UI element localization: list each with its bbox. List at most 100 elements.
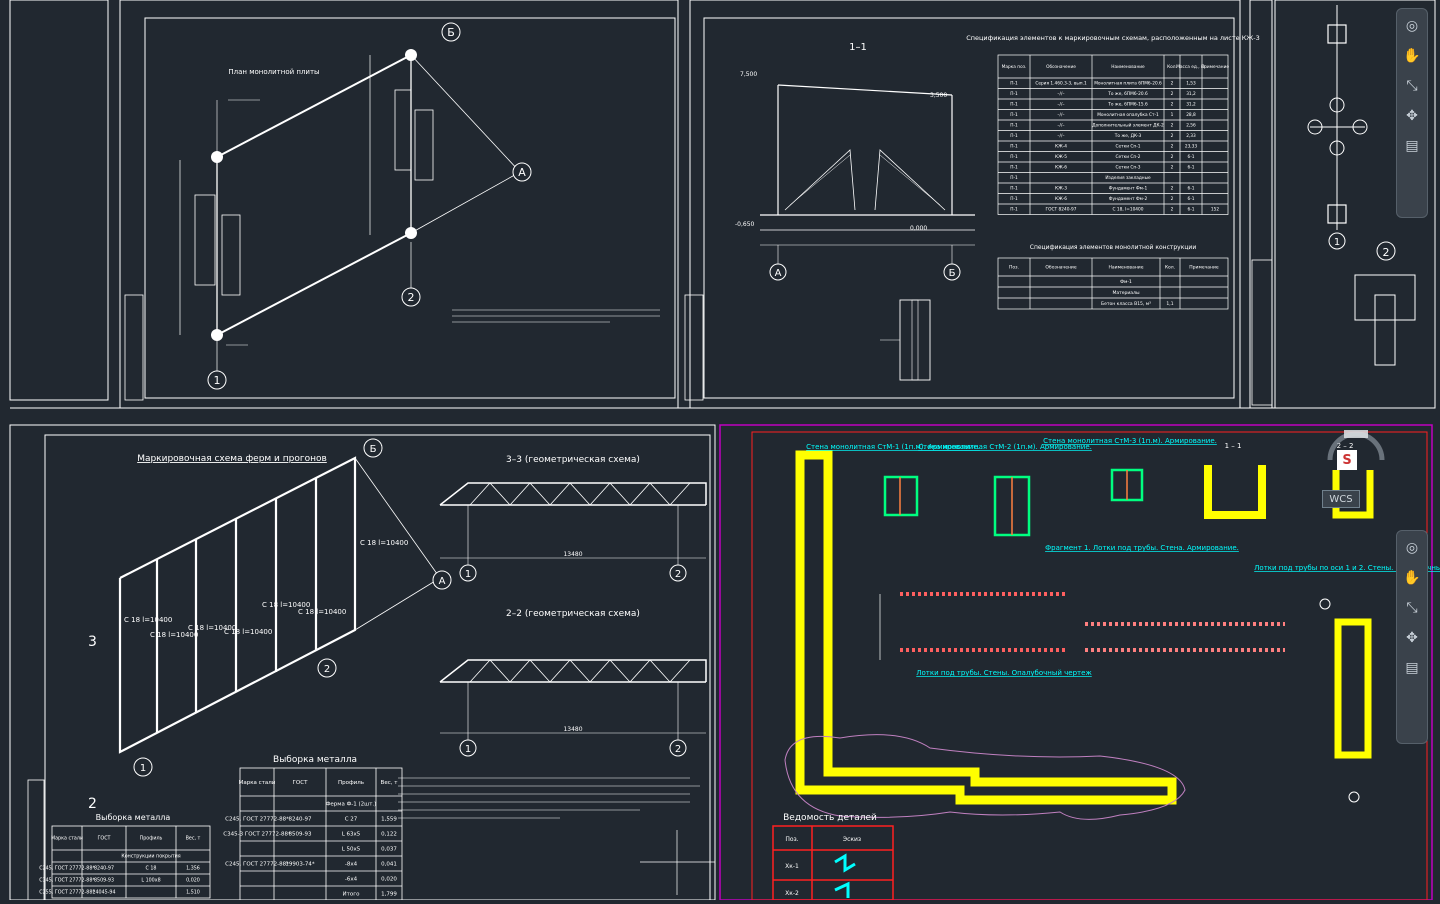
metal-cell: 1,799 [381, 891, 397, 897]
pan-icon-2[interactable]: ✋ [1403, 570, 1421, 586]
truss-axis-a: А [439, 576, 446, 587]
metal2-cell: 8509-93 [94, 878, 114, 884]
metal-header-0: Марка стали [239, 780, 276, 786]
metal-cell: 0,020 [381, 876, 397, 882]
metal-cell: 8240-97 [289, 816, 312, 822]
metal2-cell: С345, ГОСТ 27772-88* [39, 878, 95, 884]
truss-label-2: С 18 l=10400 [150, 631, 198, 639]
navigation-bar-bottom: ◎ ✋ ⤡ ✥ ▤ [1396, 530, 1428, 744]
spec-table: Спецификация элементов к маркировочным с… [966, 34, 1260, 215]
metal-cell: L 63х5 [342, 831, 361, 837]
truss-axis-1: 1 [140, 763, 146, 774]
spec-cell: 6-1 [1187, 154, 1194, 160]
spec-cell: 2 [1171, 186, 1174, 192]
truss-label-1: С 18 l=10400 [124, 616, 172, 624]
plan-drawing [179, 54, 521, 346]
spec-cell: Дополнительный элемент ДК-2 [1092, 122, 1164, 129]
metal-cell: 0,122 [381, 831, 397, 837]
metal-cell: -6х4 [345, 876, 358, 882]
spec2-header-2: Наименование [1109, 265, 1144, 271]
spec-header-0: Марка поз. [1002, 64, 1027, 70]
viewcube-face-s[interactable]: S [1337, 450, 1357, 470]
spec-cell: П-1 [1010, 154, 1018, 160]
rebar-title-1: Стена монолитная СтМ-1 (1п.м). Армирован… [806, 443, 980, 451]
steering-wheel-icon-2[interactable]: ◎ [1405, 540, 1419, 556]
showmotion-icon-2[interactable]: ▤ [1405, 660, 1419, 676]
viewcube-compass[interactable] [1326, 430, 1386, 490]
spec-cell: 31,2 [1186, 102, 1196, 108]
spec-cell: 152 [1211, 207, 1219, 213]
pan-icon[interactable]: ✋ [1403, 48, 1421, 64]
metal2-cell: 24045-94 [92, 890, 115, 896]
right-detail-drawing [1307, 5, 1416, 366]
spec2-cell: Бетон класса В15, м³ [1101, 301, 1151, 307]
spec-cell: –//– [1057, 123, 1064, 129]
section-mark-top: 7,500 [740, 71, 757, 78]
orbit-icon[interactable]: ✥ [1406, 108, 1418, 124]
spec2-header-4: Примечание [1189, 265, 1219, 271]
spec-cell: П-1 [1010, 186, 1018, 192]
zoom-icon[interactable]: ⤡ [1406, 78, 1418, 94]
spec-cell: 2 [1171, 207, 1174, 213]
spec-cell: –//– [1057, 133, 1064, 139]
truss-label-7: С 18 l=10400 [360, 539, 408, 547]
section-mark-bottom: -0,650 [735, 221, 755, 228]
section-axis-a: А [775, 268, 782, 279]
iso33-axis-1: 1 [465, 569, 471, 580]
wcs-button[interactable]: WCS [1322, 490, 1360, 508]
spec-cell: 6-1 [1187, 165, 1194, 171]
rebar-title-6: Лотки под трубы по оси 1 и 2. Стены. Опа… [1254, 564, 1440, 572]
truss-cut-3: 3 [88, 634, 97, 650]
metal2-title: Выборка металла [96, 813, 171, 822]
metal2-header-3: Вес, т [186, 836, 201, 842]
spec2-cell: Фм-1 [1120, 279, 1132, 285]
spec-cell: 2 [1171, 123, 1174, 129]
spec-cell: П-1 [1010, 112, 1018, 118]
section-title: 1–1 [849, 42, 867, 53]
spec-cell: П-1 [1010, 81, 1018, 87]
iso33-dim: 13480 [563, 551, 582, 558]
iso33-axis-2: 2 [675, 569, 681, 580]
metal-cell: С345-3 ГОСТ 27772-88* [223, 831, 291, 837]
plan-axis-b: Б [447, 26, 455, 39]
detail-axis-2: 2 [1383, 246, 1390, 259]
rebar-list-row-2: Хк-2 [785, 890, 799, 897]
metal2-cell: Конструкции покрытия [121, 854, 180, 860]
spec-cell: П-1 [1010, 165, 1018, 171]
spec-cell: 2,33 [1186, 133, 1196, 139]
metal2-cell: С255, ГОСТ 27772-88* [39, 890, 95, 896]
showmotion-icon[interactable]: ▤ [1405, 138, 1419, 154]
spec-cell: То же, 6ПМ6-15.6 [1107, 102, 1148, 108]
sheet-truss [9, 424, 716, 901]
spec-cell: КЖ-6 [1055, 165, 1067, 171]
zoom-icon-2[interactable]: ⤡ [1406, 600, 1418, 616]
spec-title: Спецификация элементов к маркировочным с… [966, 34, 1260, 42]
spec-cell: 2,56 [1186, 123, 1196, 129]
spec-cell: П-1 [1010, 196, 1018, 202]
orbit-icon-2[interactable]: ✥ [1406, 630, 1418, 646]
spec-cell: Монолитная опалубка Ст-1 [1097, 112, 1159, 118]
spec-cell: 2 [1171, 133, 1174, 139]
spec2-cell: 1,1 [1166, 301, 1173, 307]
spec-cell: П-1 [1010, 207, 1018, 213]
rebar-list-header-sketch: Эскиз [843, 836, 861, 843]
spec-header-5: Примечание [1201, 64, 1229, 70]
truss-title: Маркировочная схема ферм и прогонов [137, 454, 327, 464]
steering-wheel-icon[interactable]: ◎ [1405, 18, 1419, 34]
section-mark-zero: 0,000 [910, 225, 927, 232]
rebar-title-5: Лотки под трубы. Стены. Опалубочный черт… [916, 669, 1092, 677]
rebar-title-2: Стена монолитная СтМ-2 (1п.м). Армирован… [918, 443, 1092, 451]
spec2-table: Спецификация элементов монолитной констр… [997, 244, 1229, 310]
spec-cell: Сетки Сп-2 [1116, 154, 1141, 160]
truss-cut-2: 2 [88, 796, 97, 812]
spec-cell: П-1 [1010, 175, 1018, 181]
plan-axis-a: А [518, 166, 526, 179]
metal-cell: Ферма Ф-1 (2шт.) [326, 801, 377, 807]
spec-cell: 23,33 [1185, 144, 1198, 150]
spec-cell: КЖ-4 [1055, 144, 1067, 150]
spec2-cell: Материалы [1113, 290, 1140, 296]
spec-cell: 2 [1171, 196, 1174, 202]
spec-cell: П-1 [1010, 123, 1018, 129]
